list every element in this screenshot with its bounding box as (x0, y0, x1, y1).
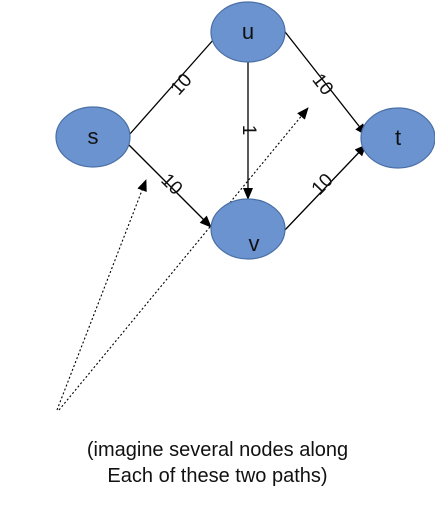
edge-u-t (281, 27, 367, 136)
weight-v-t: 10 (308, 170, 338, 200)
weight-u-v: 1 (238, 125, 259, 136)
node-u-label: u (242, 19, 254, 44)
node-u: u (210, 1, 286, 63)
node-v-label: v (249, 231, 260, 256)
node-s-label: s (88, 124, 99, 149)
weight-u-t: 10 (308, 70, 338, 100)
weight-s-v: 10 (156, 170, 186, 200)
node-v: v (210, 198, 286, 260)
pointer-lower-path (56, 179, 147, 411)
edge-s-v (128, 144, 212, 228)
node-t-label: t (395, 125, 401, 150)
node-s: s (55, 106, 131, 168)
flow-network-diagram: 10 10 1 10 10 s u v t (55, 1, 435, 411)
caption-line-1: (imagine several nodes along (86, 439, 349, 461)
edge-v-t (283, 144, 367, 232)
edge-s-u (128, 29, 223, 136)
caption-line-2: Each of these two paths) (107, 465, 328, 487)
weight-s-u: 10 (167, 70, 197, 100)
node-t: t (360, 107, 435, 169)
